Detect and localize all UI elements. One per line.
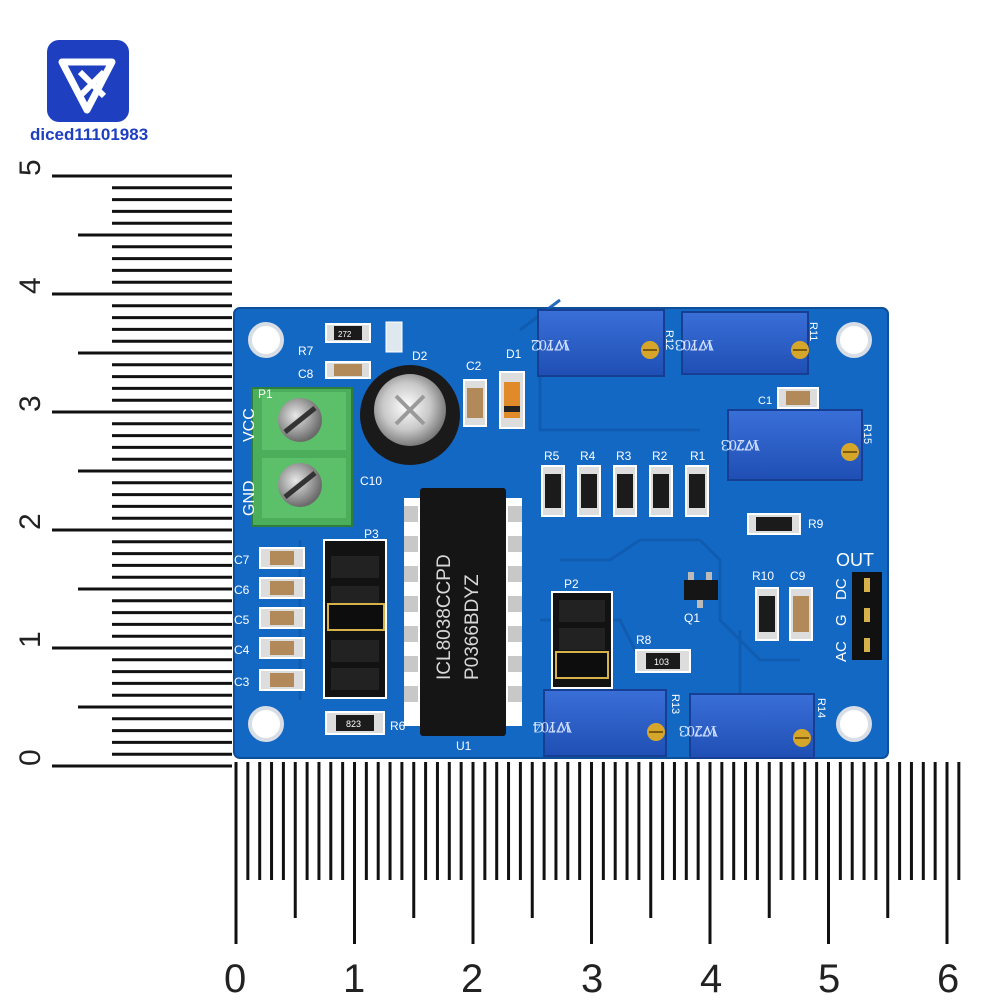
resistor-bank: R5 R4 R3 R2 R1 <box>541 449 709 517</box>
hruler-label-1: 1 <box>343 957 365 1000</box>
pot-r13-line2: W104 <box>533 718 572 735</box>
horizontal-ruler: 0 1 2 3 4 5 6 <box>224 762 961 1000</box>
pot-r15-line1: 177 C <box>721 436 760 453</box>
ref-r10: R10 <box>752 569 774 583</box>
ref-c2: C2 <box>466 359 482 373</box>
ref-c8: C8 <box>298 367 314 381</box>
ref-r11: R11 <box>807 322 819 341</box>
ref-p1: P1 <box>258 387 273 401</box>
jumper-cap <box>327 603 385 631</box>
ref-r14: R14 <box>815 698 827 718</box>
vruler-label-2: 2 <box>14 513 47 530</box>
ref-c6: C6 <box>234 583 250 597</box>
jumper-cap <box>555 651 609 679</box>
vertical-ruler: 5 4 3 2 1 0 <box>14 159 232 768</box>
vruler-label-0: 0 <box>14 749 47 766</box>
logo-text: diced11101983 <box>30 125 148 144</box>
ref-r13: R13 <box>669 694 681 714</box>
pot-r15-line2: W203 <box>721 436 760 453</box>
capacitor-c1: C1 <box>758 387 819 409</box>
ref-d2: D2 <box>412 349 428 363</box>
capacitor-column: C7 C6 C5 C4 C3 <box>234 547 305 691</box>
ref-r7: R7 <box>298 344 314 358</box>
pot-r11-line1: 177 C <box>675 336 714 353</box>
hruler-label-5: 5 <box>818 957 840 1000</box>
ref-r12: R12 <box>663 330 675 350</box>
screw-terminal-block: P1 VCC GND <box>241 387 353 527</box>
smd-code-r7: 272 <box>338 330 352 339</box>
icl8038-chip: ICL8038CCPD P0366BDYZ U1 <box>404 488 522 753</box>
ref-c4: C4 <box>234 643 250 657</box>
mounting-hole <box>836 706 872 742</box>
trimmer-pot-r12: 177 C W102 R12 <box>531 309 675 377</box>
ref-r1: R1 <box>690 449 706 463</box>
ref-c3: C3 <box>234 675 250 689</box>
ref-r4: R4 <box>580 449 596 463</box>
brand-logo: diced11101983 <box>30 40 148 144</box>
pot-r12-line2: W102 <box>531 336 570 353</box>
chip-pins <box>404 506 522 702</box>
r10-c9: R10 C9 <box>752 569 813 641</box>
hruler-label-6: 6 <box>937 957 959 1000</box>
mounting-hole <box>248 706 284 742</box>
ref-c1: C1 <box>758 395 772 407</box>
hruler-label-3: 3 <box>581 957 603 1000</box>
pot-r13-line1: 177 C <box>533 718 572 735</box>
chip-label-line2: P0366BDYZ <box>462 574 483 680</box>
pot-r12-line1: 177 C <box>531 336 570 353</box>
ref-c5: C5 <box>234 613 250 627</box>
ref-r2: R2 <box>652 449 668 463</box>
vruler-label-5: 5 <box>14 159 47 176</box>
ref-r6: R6 <box>390 719 406 733</box>
ref-q1: Q1 <box>684 611 700 625</box>
vruler-label-4: 4 <box>14 277 47 294</box>
chip-label-line1: ICL8038CCPD <box>434 554 455 680</box>
ref-c10: C10 <box>360 474 382 488</box>
ref-d1: D1 <box>506 347 522 361</box>
ref-r15: R15 <box>861 424 873 444</box>
vruler-label-3: 3 <box>14 395 47 412</box>
transistor-q1: Q1 <box>684 572 718 625</box>
label-g: G <box>833 614 850 626</box>
ref-r8: R8 <box>636 633 652 647</box>
resistor-r6: 823 R6 <box>325 711 406 735</box>
pot-r11-line2: W103 <box>675 336 714 353</box>
ref-p2: P2 <box>564 577 579 591</box>
smd-code-r6: 823 <box>346 719 361 729</box>
output-header: OUT DC G AC <box>833 550 882 662</box>
hruler-label-2: 2 <box>461 957 483 1000</box>
pot-r14-line2: W203 <box>679 722 718 739</box>
trimmer-pot-r15: 177 C W203 R15 <box>721 409 873 481</box>
label-gnd: GND <box>241 480 258 516</box>
resistor-r9: R9 <box>747 513 824 535</box>
trimmer-pot-r11: 177 C W103 R11 <box>675 311 819 375</box>
trimmer-pot-r14: 177 C W203 R14 <box>679 693 827 759</box>
ref-u1: U1 <box>456 739 472 753</box>
jumper-header-p3: P3 <box>323 527 387 699</box>
label-ac: AC <box>833 641 850 662</box>
mounting-hole <box>836 322 872 358</box>
ref-p3: P3 <box>364 527 379 541</box>
resistor-r8: 103 R8 <box>635 633 691 673</box>
label-dc: DC <box>833 578 850 600</box>
ref-r5: R5 <box>544 449 560 463</box>
label-vcc: VCC <box>241 408 258 442</box>
trimmer-pot-r13: 177 C W104 R13 <box>533 689 681 757</box>
vruler-label-1: 1 <box>14 631 47 648</box>
jumper-header-p2: P2 <box>551 577 613 689</box>
hruler-label-0: 0 <box>224 957 246 1000</box>
smd-parts-top: 272 R7 C8 D2 C2 D1 <box>298 321 525 429</box>
electrolytic-capacitor: C10 <box>360 365 460 488</box>
ref-r9: R9 <box>808 517 824 531</box>
mounting-hole <box>248 322 284 358</box>
label-out: OUT <box>836 550 874 570</box>
ref-c7: C7 <box>234 553 250 567</box>
hruler-label-4: 4 <box>700 957 722 1000</box>
pot-r14-line1: 177 C <box>679 722 718 739</box>
smd-code-r8: 103 <box>654 657 669 667</box>
ref-c9: C9 <box>790 569 806 583</box>
ref-r3: R3 <box>616 449 632 463</box>
